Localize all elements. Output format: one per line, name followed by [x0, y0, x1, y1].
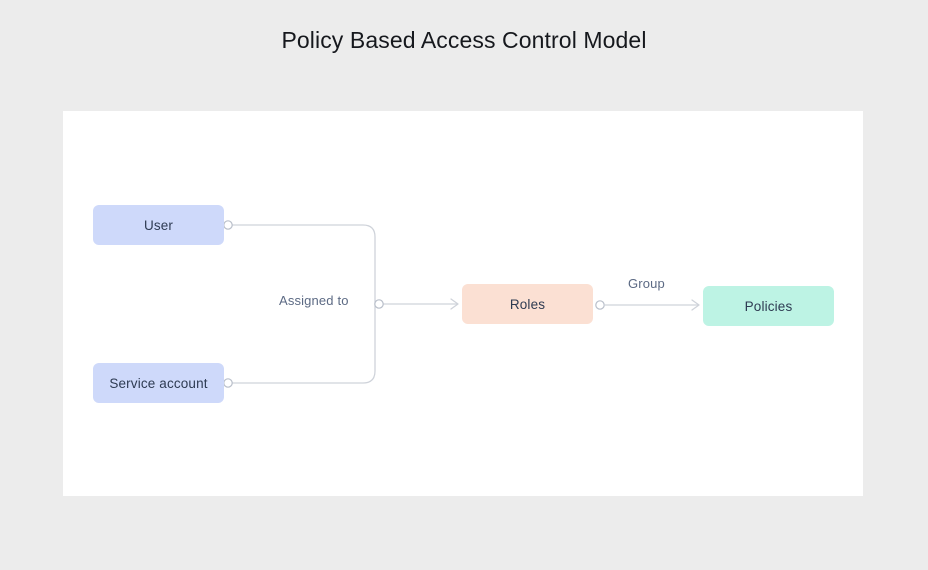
- node-user[interactable]: User: [93, 205, 224, 245]
- node-roles[interactable]: Roles: [462, 284, 593, 324]
- connector-dot-user: [223, 220, 233, 230]
- node-policies[interactable]: Policies: [703, 286, 834, 326]
- diagram-canvas: User Service account Roles Policies Assi…: [63, 111, 863, 496]
- connector-dot-junction: [374, 299, 384, 309]
- edge-label-assigned-to: Assigned to: [279, 293, 349, 308]
- arrowhead-policies: [691, 299, 700, 311]
- edge-label-group: Group: [628, 276, 665, 291]
- page-title: Policy Based Access Control Model: [281, 27, 647, 53]
- edge-user-to-junction: [231, 224, 376, 300]
- diagram-edges: [223, 220, 700, 388]
- connector-dot-roles: [595, 300, 605, 310]
- node-service-account[interactable]: Service account: [93, 363, 224, 403]
- connector-dot-service: [223, 378, 233, 388]
- edge-service-to-junction: [231, 300, 376, 384]
- arrowhead-roles: [450, 298, 459, 310]
